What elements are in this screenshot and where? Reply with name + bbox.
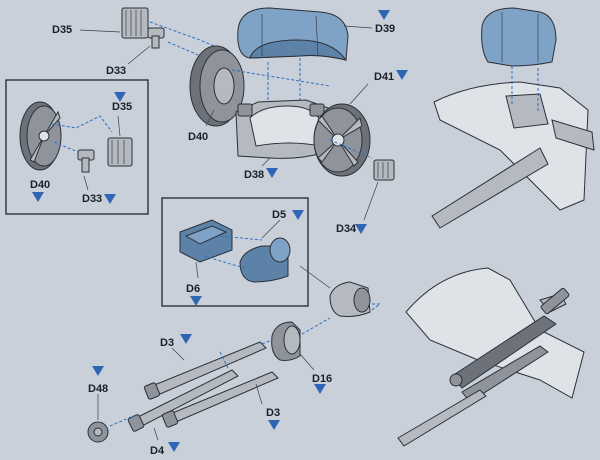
part-d48-muzzle bbox=[87, 421, 109, 443]
assembled-turret-lower bbox=[397, 267, 585, 447]
part-d40-wheel bbox=[189, 45, 245, 127]
marker-d4 bbox=[168, 442, 180, 452]
inset-label-d35: D35 bbox=[112, 101, 132, 113]
part-d33-top bbox=[147, 27, 165, 49]
marker-d38 bbox=[266, 168, 278, 178]
part-gun-joint-assembled bbox=[329, 281, 371, 317]
inset-part-d33 bbox=[77, 149, 95, 173]
part-d4-barrel bbox=[161, 371, 279, 428]
label-d16: D16 bbox=[312, 373, 332, 385]
part-d3-barrel-top bbox=[143, 341, 267, 400]
part-d38-shell bbox=[235, 99, 329, 159]
part-d34 bbox=[373, 159, 395, 181]
marker-d5 bbox=[292, 210, 304, 220]
label-d5: D5 bbox=[272, 209, 286, 221]
label-d38: D38 bbox=[244, 169, 264, 181]
inset-marker-d40 bbox=[32, 192, 44, 202]
inset-part-d5 bbox=[239, 237, 291, 283]
marker-d6 bbox=[190, 296, 202, 306]
label-d3-bottom: D3 bbox=[266, 407, 280, 419]
part-d41-wheel bbox=[313, 103, 371, 177]
marker-d3-top bbox=[180, 334, 192, 344]
inset-part-d6 bbox=[179, 219, 233, 263]
inset-marker-d33 bbox=[104, 194, 116, 204]
part-d3-barrel-middle bbox=[127, 369, 239, 432]
label-d4: D4 bbox=[150, 445, 165, 457]
label-d39: D39 bbox=[375, 23, 395, 35]
inset-label-d40: D40 bbox=[30, 179, 50, 191]
marker-d39 bbox=[378, 10, 390, 20]
label-d48: D48 bbox=[88, 383, 108, 395]
marker-d48 bbox=[92, 366, 104, 376]
label-d40: D40 bbox=[188, 131, 208, 143]
part-d39-shell bbox=[237, 7, 349, 61]
inset-box-gun-mount bbox=[161, 197, 309, 307]
inset-part-d35 bbox=[107, 137, 133, 167]
label-d33-top: D33 bbox=[106, 65, 126, 77]
inset-label-d33: D33 bbox=[82, 193, 102, 205]
inset-marker-d35 bbox=[114, 92, 126, 102]
marker-d34 bbox=[355, 224, 367, 234]
label-d6: D6 bbox=[186, 283, 200, 295]
part-d35-top bbox=[121, 7, 149, 39]
label-d34: D34 bbox=[336, 223, 357, 235]
label-d3-top: D3 bbox=[160, 337, 174, 349]
part-d16 bbox=[271, 321, 301, 361]
inset-part-d40-wheel bbox=[19, 101, 62, 171]
inset-box-wheel bbox=[5, 79, 149, 215]
marker-d41 bbox=[396, 70, 408, 80]
label-d35-top: D35 bbox=[52, 24, 72, 36]
label-d41: D41 bbox=[374, 71, 394, 83]
marker-d3-bottom bbox=[268, 420, 280, 430]
marker-d16 bbox=[314, 384, 326, 394]
assembled-turret-upper bbox=[431, 7, 595, 229]
